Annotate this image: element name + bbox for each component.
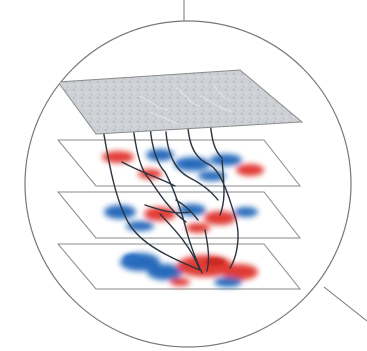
middle-sheet-upper: [58, 140, 300, 186]
connector-line-bottom: [324, 287, 367, 321]
bottom-sheet: [58, 244, 300, 289]
middle-sheet-lower: [58, 192, 300, 238]
